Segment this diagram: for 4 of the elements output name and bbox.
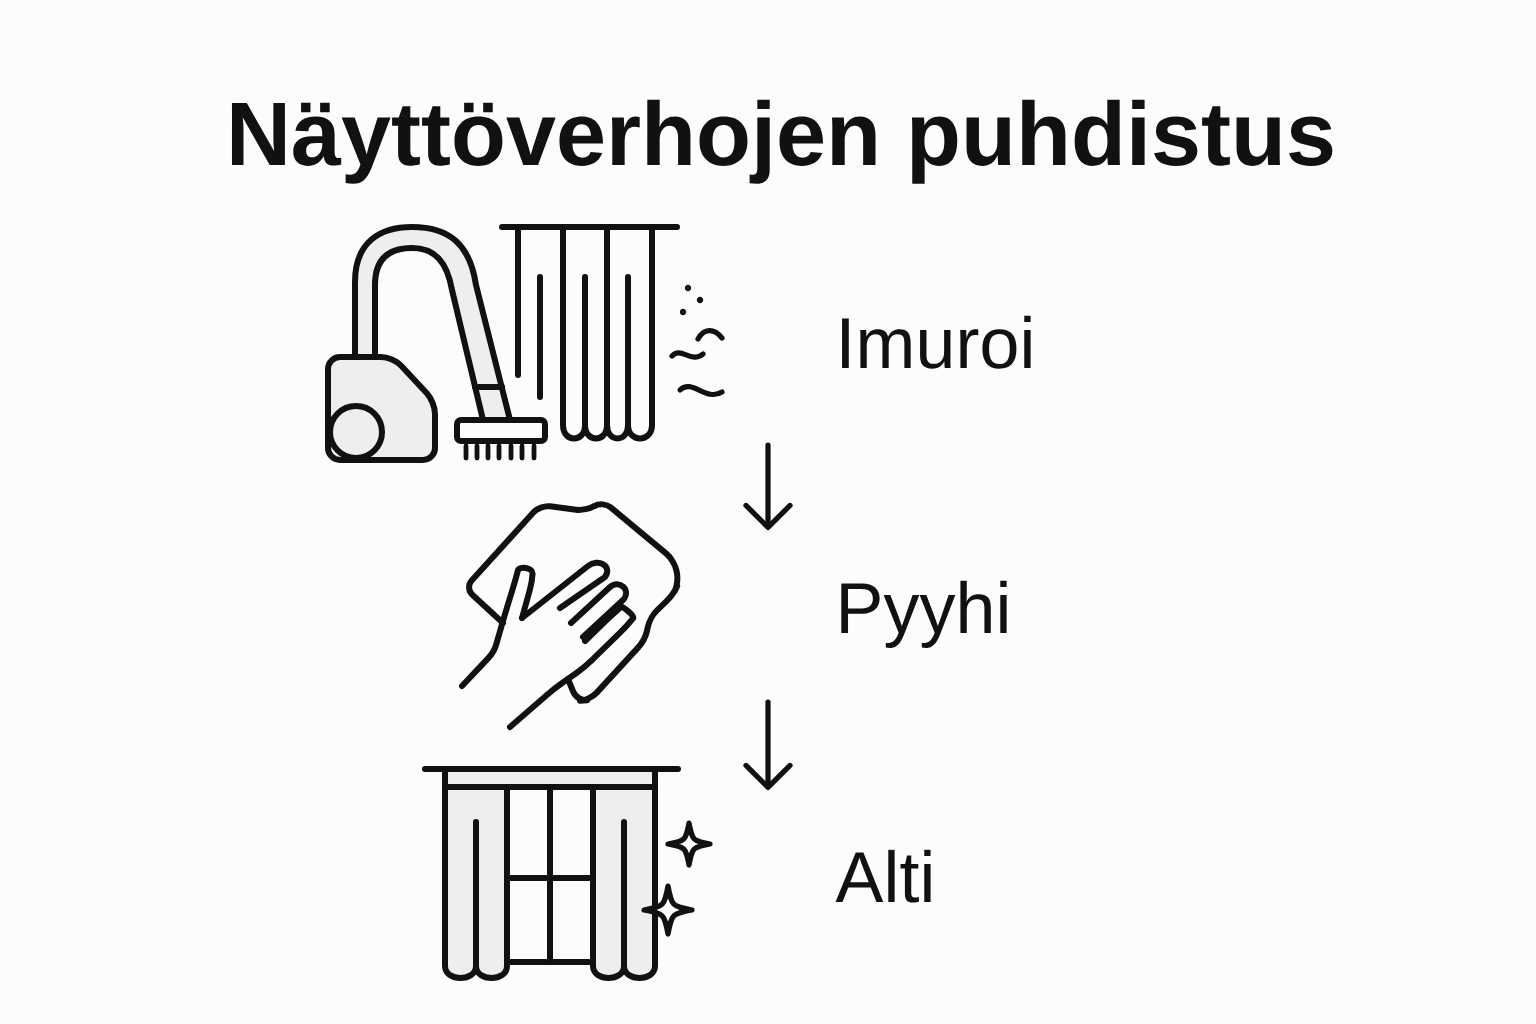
title: Näyttöverhojen puhdistus	[232, 99, 1333, 184]
step-label: Alti	[835, 849, 931, 903]
step-label: Imuroi	[842, 315, 1031, 369]
step-label: Pyyhi	[841, 580, 1007, 648]
